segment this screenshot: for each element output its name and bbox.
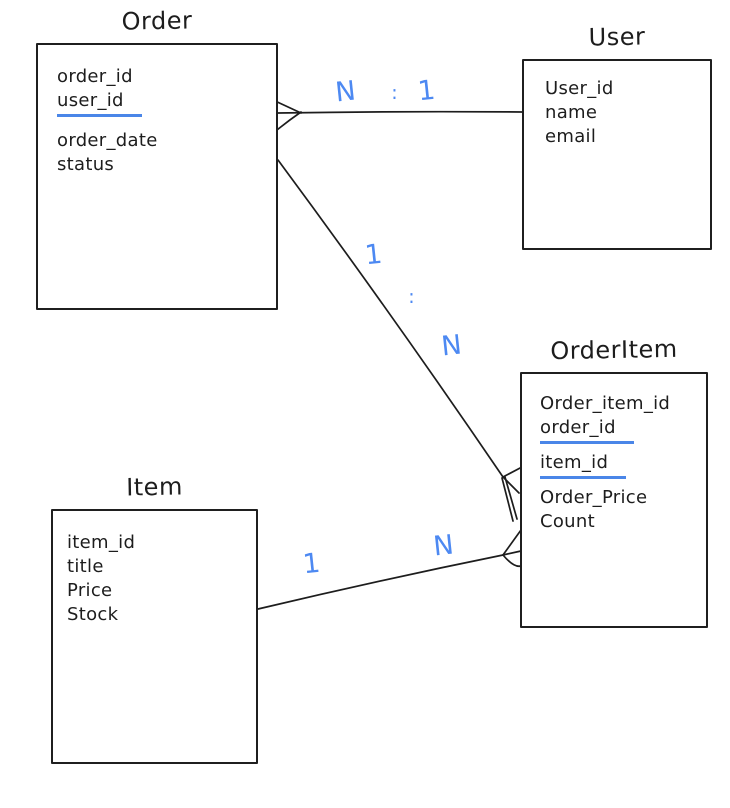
field-user-id: User_id	[545, 78, 614, 99]
cardinality-order-orderitem-n: N	[439, 329, 465, 363]
field-title: title	[67, 556, 104, 577]
entity-box-order: order_id user_id order_date status	[36, 43, 278, 310]
entity-box-user: User_id name email	[522, 59, 712, 250]
cardinality-order-user-1: 1	[416, 74, 438, 108]
crow-foot-orderitem-bottom-icon	[502, 529, 522, 556]
entity-box-item: item_id title Price Stock	[51, 509, 258, 764]
crow-foot-orderitem-bottom-icon	[502, 550, 522, 556]
field-order-item-id: Order_item_id	[540, 393, 671, 414]
entity-title-orderitem: OrderItem	[550, 334, 678, 366]
entity-title-item: Item	[125, 472, 184, 502]
cardinality-item-orderitem-n: N	[431, 529, 457, 563]
line-order-orderitem	[277, 159, 504, 478]
field-order-id-fk: order_id	[540, 416, 634, 444]
entity-user: User User_id name email	[522, 21, 712, 250]
entity-title-order: Order	[121, 6, 193, 36]
crow-foot-orderitem-top-icon	[502, 476, 520, 494]
entity-orderitem: OrderItem Order_item_id order_id item_id…	[520, 334, 708, 628]
field-price: Price	[67, 580, 113, 601]
field-item-id: item_id	[67, 532, 136, 553]
crow-foot-orderitem-bottom-icon	[502, 554, 522, 568]
crow-foot-orderitem-top-icon	[504, 476, 518, 520]
line-order-user	[277, 110, 523, 114]
cardinality-order-user-n: N	[333, 75, 359, 109]
field-order-id: order_id	[57, 66, 133, 87]
field-stock: Stock	[67, 604, 119, 625]
field-status: status	[57, 154, 115, 175]
cardinality-order-orderitem-1: 1	[363, 238, 385, 272]
crow-foot-order-icon	[276, 111, 302, 131]
field-order-price: Order_Price	[540, 487, 648, 508]
field-name: name	[545, 102, 598, 123]
entity-box-orderitem: Order_item_id order_id item_id Order_Pri…	[520, 372, 708, 628]
cardinality-order-orderitem-colon: :	[408, 286, 416, 308]
entity-title-user: User	[588, 22, 646, 52]
field-count: Count	[540, 511, 595, 532]
field-email: email	[545, 126, 597, 147]
entity-order: Order order_id user_id order_date status	[36, 5, 278, 310]
field-user-id-fk: user_id	[57, 89, 142, 117]
field-order-date: order_date	[57, 130, 158, 151]
cardinality-order-user-colon: :	[391, 82, 399, 104]
line-item-orderitem	[257, 554, 504, 610]
field-item-id-fk: item_id	[540, 451, 627, 479]
entity-item: Item item_id title Price Stock	[51, 471, 258, 764]
crow-foot-orderitem-top-icon	[501, 477, 514, 522]
cardinality-item-orderitem-1: 1	[301, 547, 323, 581]
